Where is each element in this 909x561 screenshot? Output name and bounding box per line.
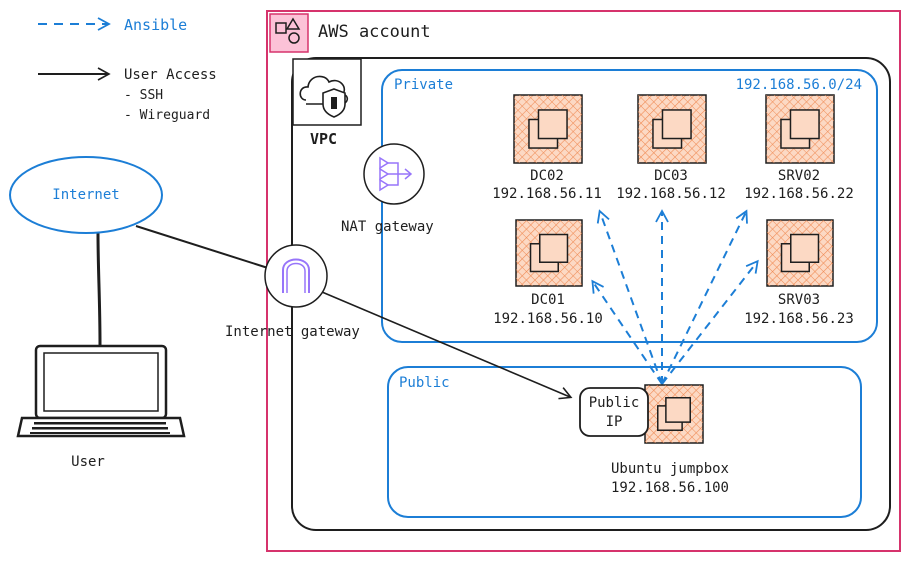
legend-user-access-label: User Access bbox=[124, 67, 217, 83]
instance-icon-srv03 bbox=[766, 219, 834, 287]
nat-gateway-label: NAT gateway bbox=[341, 219, 434, 235]
host-ip-jumpbox: 192.168.56.100 bbox=[611, 480, 729, 496]
private-subnet: Private 192.168.56.0/24 bbox=[381, 69, 878, 343]
user-label: User bbox=[71, 454, 105, 470]
host-name-srv02: SRV02 bbox=[778, 168, 820, 184]
nat-gateway: NAT gateway bbox=[341, 143, 434, 235]
internet-ellipse bbox=[9, 156, 163, 234]
instance-icon-dc01 bbox=[515, 219, 583, 287]
internet-label: Internet bbox=[52, 187, 119, 203]
instance-icon-jumpbox bbox=[644, 384, 704, 444]
legend: Ansible User Access - SSH - Wireguard bbox=[38, 16, 217, 123]
host-labels: DC02 192.168.56.11 DC03 192.168.56.12 SR… bbox=[492, 168, 854, 496]
vpc-icon bbox=[292, 58, 362, 126]
host-ip-dc01: 192.168.56.10 bbox=[493, 311, 603, 327]
private-subnet-border bbox=[381, 69, 878, 343]
legend-user-access-item: - Wireguard bbox=[124, 108, 210, 123]
ansible-arrow-dc02 bbox=[596, 209, 663, 385]
private-subnet-cidr: 192.168.56.0/24 bbox=[736, 77, 862, 93]
host-name-srv03: SRV03 bbox=[778, 292, 820, 308]
aws-account-icon bbox=[269, 13, 309, 53]
host-ip-dc02: 192.168.56.11 bbox=[492, 186, 602, 202]
instance-icon-srv02 bbox=[765, 94, 835, 164]
user: User bbox=[16, 344, 186, 470]
nat-gateway-glyph bbox=[379, 156, 413, 192]
internet-cloud: Internet bbox=[9, 156, 163, 234]
legend-ansible-label: Ansible bbox=[124, 16, 187, 34]
public-subnet-border bbox=[387, 366, 862, 518]
public-subnet: Public bbox=[387, 366, 862, 518]
instance-icon-dc02 bbox=[513, 94, 583, 164]
internet-to-igw-line bbox=[135, 225, 269, 269]
host-name-jumpbox: Ubuntu jumpbox bbox=[611, 461, 729, 477]
vpc-label: VPC bbox=[310, 130, 337, 148]
ansible-arrows bbox=[591, 209, 759, 385]
host-name-dc02: DC02 bbox=[530, 168, 564, 184]
legend-user-access-item: - SSH bbox=[124, 88, 163, 103]
ansible-arrow-dc01 bbox=[591, 279, 663, 385]
igw-to-jumpbox-arrow bbox=[321, 291, 573, 400]
aws-account: AWS account bbox=[266, 10, 901, 552]
host-ip-srv02: 192.168.56.22 bbox=[744, 186, 854, 202]
public-ip-line2: IP bbox=[606, 414, 623, 430]
ansible-arrow-srv02 bbox=[661, 209, 748, 385]
public-ip-line1: Public bbox=[589, 395, 640, 411]
host-ip-dc03: 192.168.56.12 bbox=[616, 186, 726, 202]
instance-icon-dc03 bbox=[637, 94, 707, 164]
public-ip-badge: Public IP bbox=[579, 387, 649, 437]
laptop-icon bbox=[16, 344, 186, 438]
ansible-arrow-srv03 bbox=[661, 259, 759, 385]
private-subnet-label: Private bbox=[394, 77, 453, 93]
host-name-dc03: DC03 bbox=[654, 168, 688, 184]
internet-gateway-label: Internet gateway bbox=[225, 324, 360, 340]
user-to-internet-line bbox=[96, 232, 102, 346]
host-name-dc01: DC01 bbox=[531, 292, 565, 308]
internet-gateway-icon bbox=[264, 244, 328, 308]
public-subnet-label: Public bbox=[399, 375, 450, 391]
user-access-path bbox=[96, 225, 573, 400]
internet-gateway: Internet gateway bbox=[225, 244, 360, 340]
instances bbox=[513, 94, 835, 444]
host-ip-srv03: 192.168.56.23 bbox=[744, 311, 854, 327]
aws-account-label: AWS account bbox=[318, 22, 431, 42]
